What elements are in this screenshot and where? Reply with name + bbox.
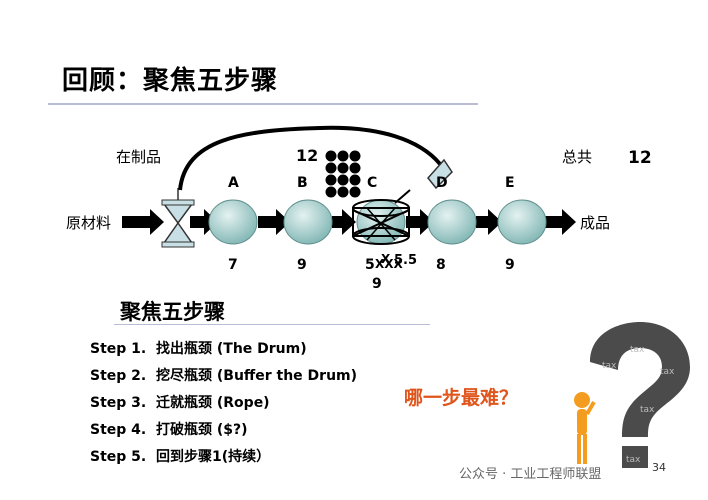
step-item-3: Step 3. 迁就瓶颈 (Rope) [90, 392, 270, 412]
step-text: 打破瓶颈 ($?) [156, 422, 248, 438]
step-number: Step 4. [90, 422, 147, 438]
arrow-segment [406, 209, 434, 235]
wip-label: 在制品 [116, 148, 162, 166]
capacity-c: 5 [365, 257, 375, 273]
capacity-c-below: 9 [372, 276, 382, 292]
title-underline [48, 103, 478, 105]
steps-heading-underline [114, 324, 430, 325]
capacity-c-extra: XXX [375, 257, 403, 271]
station-e [497, 199, 547, 245]
steps-heading: 聚焦五步骤 [120, 300, 225, 324]
step-text: 迁就瓶颈 (Rope) [156, 395, 270, 411]
graphic-word: tax [626, 455, 641, 465]
hourglass-icon [161, 188, 195, 248]
capacity-a: 7 [228, 257, 238, 273]
rope-hook-icon [427, 158, 453, 190]
thinking-figure-icon [574, 392, 596, 464]
question-callout: 哪一步最难？ [404, 387, 519, 409]
step-text: 挖尽瓶颈 (Buffer the Drum) [156, 368, 358, 384]
capacity-b: 9 [297, 257, 307, 273]
step-item-4: Step 4. 打破瓶颈 ($?) [90, 419, 248, 439]
step-number: Step 5. [90, 449, 147, 465]
station-name-b: B [297, 175, 308, 191]
station-name-c: C [367, 175, 378, 191]
step-item-2: Step 2. 挖尽瓶颈 (Buffer the Drum) [90, 365, 357, 385]
graphic-word: tax [602, 361, 617, 371]
question-mark-graphic: tax tax tax tax tax [574, 322, 690, 468]
step-text: 找出瓶颈 (The Drum) [156, 341, 307, 357]
arrow-segment [258, 209, 290, 235]
capacity-d: 8 [436, 257, 446, 273]
output-label: 成品 [580, 214, 611, 232]
step-item-1: Step 1. 找出瓶颈 (The Drum) [90, 338, 307, 358]
total-value: 12 [628, 148, 652, 168]
step-text: 回到步骤1(持续） [156, 449, 271, 465]
capacity-c-new: 5.5 [394, 253, 418, 268]
step-number: Step 3. [90, 395, 147, 411]
wip-count: 12 [296, 146, 319, 165]
arrow-segment [332, 209, 356, 235]
page-number: 34 [652, 461, 666, 474]
capacity-c-crossed: X [381, 252, 391, 266]
station-name-a: A [228, 175, 239, 191]
station-d [427, 199, 477, 245]
slide-title: 回顾：聚焦五步骤 [62, 66, 279, 96]
drum-icon [352, 199, 410, 245]
total-label: 总共 [562, 148, 593, 166]
step-number: Step 2. [90, 368, 147, 384]
station-name-d: D [436, 175, 448, 191]
graphic-word: tax [660, 367, 675, 377]
footer-watermark: 公众号 · 工业工程师联盟 [459, 467, 602, 482]
wip-dots [325, 150, 361, 198]
arrow-segment [476, 209, 502, 235]
station-b [283, 199, 333, 245]
graphic-word: tax [640, 405, 655, 415]
station-a [208, 199, 258, 245]
input-label: 原材料 [66, 214, 112, 232]
arrow-segment [544, 209, 576, 235]
step-item-5: Step 5. 回到步骤1(持续） [90, 446, 270, 466]
drum-stick [394, 189, 411, 204]
graphic-word: tax [630, 345, 645, 355]
rope-line [178, 125, 442, 191]
arrow-segment [122, 209, 164, 235]
capacity-e: 9 [505, 257, 515, 273]
station-name-e: E [505, 175, 515, 191]
step-number: Step 1. [90, 341, 147, 357]
